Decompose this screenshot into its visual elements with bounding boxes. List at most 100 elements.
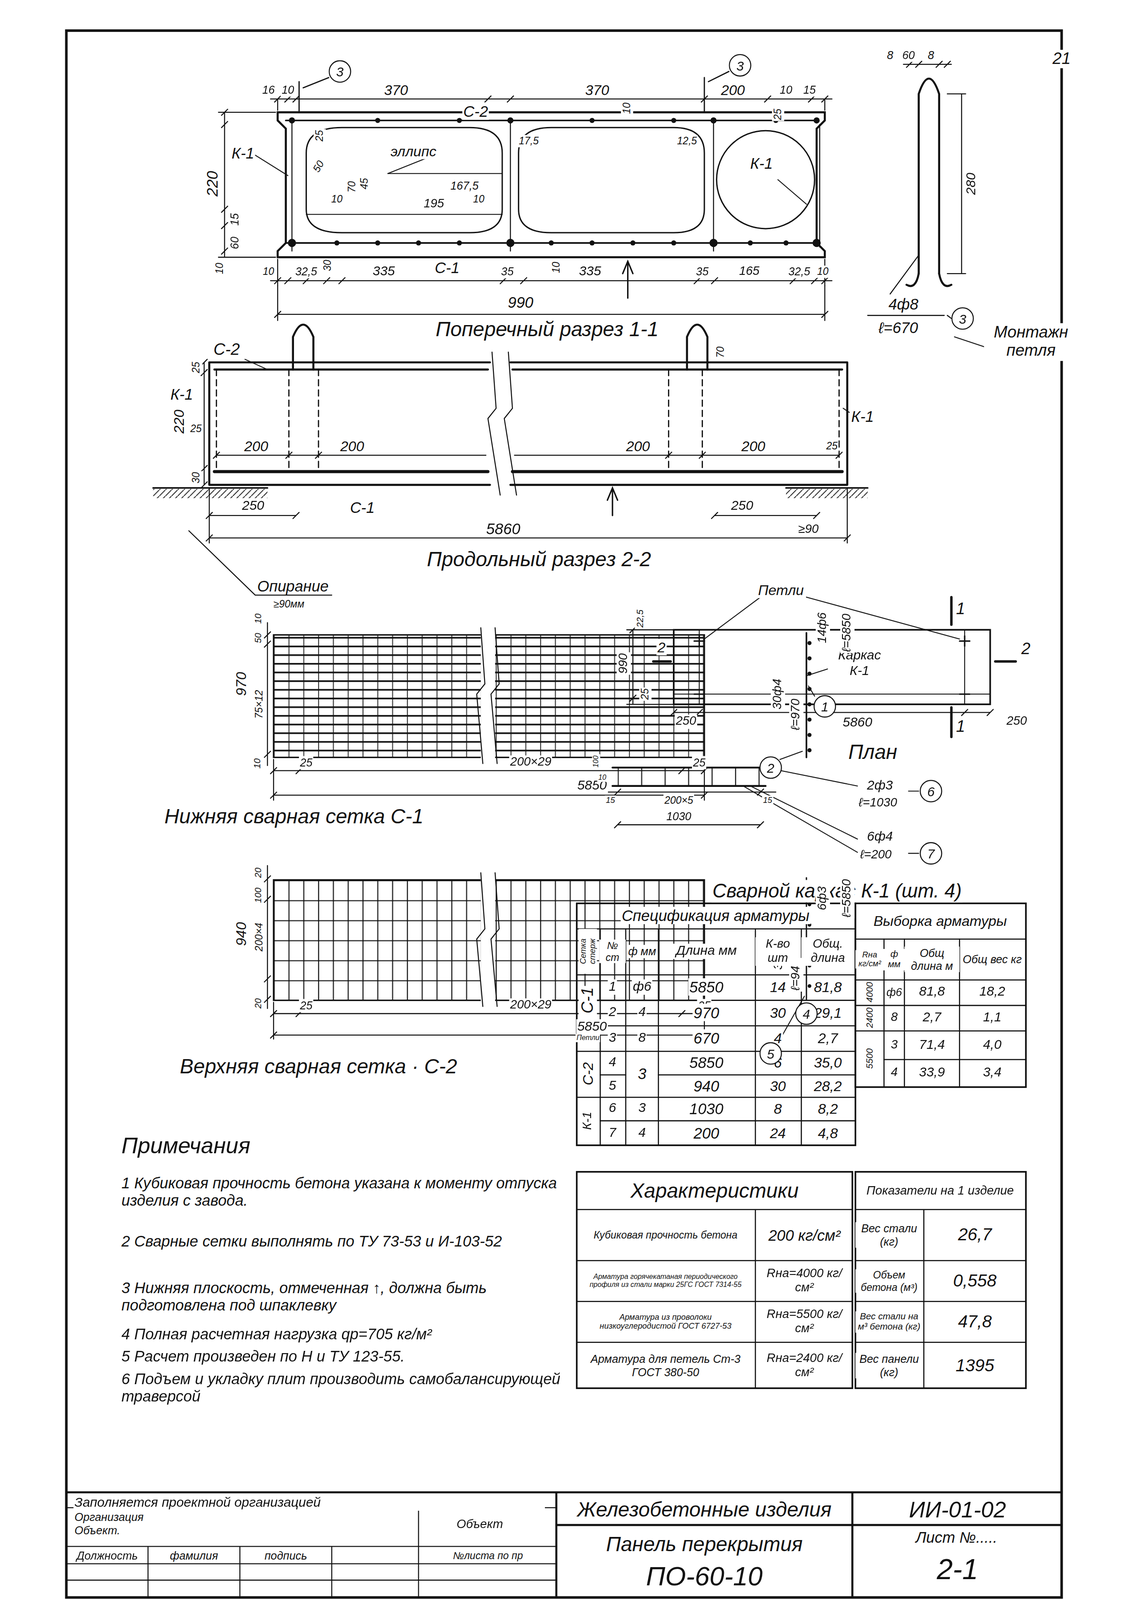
drawing-label: 0,558: [952, 1270, 998, 1291]
longitudinal-section: [786, 488, 868, 499]
drawing-label: 45: [358, 177, 370, 191]
drawing-label: ≥90: [797, 522, 820, 537]
drawing-label: Характеристики: [629, 1179, 800, 1204]
cross-section: [306, 173, 503, 215]
drawing-label: К-1: [169, 385, 195, 403]
drawing-label: 25: [691, 756, 707, 770]
drawing-label: 165: [738, 264, 761, 279]
drawing-label: эллипс: [389, 142, 438, 160]
drawing-label: 1: [607, 979, 618, 995]
drawing-label: Объект: [455, 1517, 505, 1533]
longitudinal-section: [488, 352, 517, 496]
drawing-label: Rнa=2400 кг/см²: [757, 1351, 852, 1380]
drawing-label: С-2: [462, 102, 489, 121]
drawing-label: Вес стали (кг): [855, 1222, 923, 1248]
longitudinal-section: [206, 488, 850, 544]
drawing-label: 15: [228, 212, 242, 227]
drawing-label: ≥90мм: [272, 598, 306, 611]
lower-mesh: [807, 641, 812, 753]
welded-frame: [617, 767, 761, 787]
cross-section: [710, 117, 717, 124]
drawing-label: Панель перекрытия: [604, 1532, 804, 1557]
cross-section: [334, 240, 340, 246]
specification-table: [576, 929, 856, 1121]
drawing-label: ℓ=1030: [857, 796, 898, 811]
cross-section: [270, 95, 832, 111]
drawing-label: 32,5: [294, 265, 319, 279]
drawing-label: 2: [607, 1004, 618, 1021]
drawing-label: 2400: [864, 1006, 876, 1029]
cross-section: [306, 127, 503, 233]
callout-number: 3: [728, 54, 752, 77]
drawing-label: 30: [190, 471, 202, 485]
upper-mesh: [807, 984, 812, 988]
characteristics-table: [576, 1171, 853, 1389]
callout-text: 1: [821, 699, 829, 714]
drawing-label: Показатели на 1 изделие: [857, 1184, 1023, 1199]
drawing-label: 5850: [688, 978, 725, 997]
drawing-label: 4000: [864, 981, 876, 1004]
cross-section: [270, 259, 832, 286]
drawing-label: 70: [346, 180, 358, 194]
drawing-label: 25: [639, 687, 651, 701]
lower-mesh: [807, 641, 812, 646]
drawing-label: 370: [584, 81, 611, 99]
drawing-label: 990: [506, 293, 535, 312]
drawing-label: 5500: [864, 1047, 876, 1070]
cross-section: [671, 240, 676, 246]
characteristics-table: [576, 1171, 1026, 1389]
drawing-label: 25: [189, 422, 203, 435]
callout-text: 3: [736, 58, 744, 72]
drawing-label: 4: [607, 1055, 618, 1071]
drawing-label: 4,0: [981, 1037, 1003, 1053]
specification-table: [576, 903, 856, 1146]
cross-section: [375, 117, 381, 123]
drawing-label: 970: [692, 1003, 721, 1022]
selection-table: [855, 903, 1026, 1088]
longitudinal-section: [214, 470, 843, 474]
drawing-label: С-1: [578, 986, 598, 1015]
lower-mesh: [807, 748, 812, 753]
drawing-label: 250: [674, 714, 698, 729]
cross-section: [813, 117, 820, 124]
callout-text: 3: [336, 64, 344, 79]
drawing-label: 250: [730, 498, 755, 514]
drawing-label: 47,8: [957, 1311, 993, 1332]
drawing-label: 10: [253, 612, 264, 625]
drawing-label: 35: [500, 265, 515, 279]
drawing-label: ℓ=5850: [840, 612, 855, 654]
drawing-label: 20: [253, 866, 264, 879]
drawing-label: Выборка арматуры: [862, 912, 1018, 930]
drawing-label: 50: [309, 157, 327, 175]
callout-number: 1: [813, 695, 837, 718]
drawing-label: 21: [1051, 49, 1073, 69]
drawing-label: 25: [771, 107, 784, 121]
lower-mesh: [807, 717, 812, 722]
drawing-label: 8: [926, 48, 936, 62]
drawing-label: 3 Нижняя плоскость, отмеченная ↑, должна…: [120, 1278, 572, 1315]
drawing-label: 200×4: [253, 921, 266, 953]
drawing-label: К-1: [580, 1110, 596, 1131]
lower-mesh: [264, 622, 815, 801]
cross-section: [287, 238, 296, 247]
drawing-label: 167,5: [449, 179, 480, 193]
lifting-loop-detail: [947, 93, 966, 274]
drawing-label: Заполняется проектной организацией: [73, 1495, 545, 1511]
cross-section: [671, 117, 676, 123]
drawing-label: 30: [768, 1004, 787, 1021]
drawing-label: Организация Объект.: [73, 1510, 157, 1537]
drawing-label: 8: [885, 48, 895, 62]
drawing-label: 200×29: [509, 755, 553, 770]
longitudinal-section: [214, 368, 843, 371]
longitudinal-section: [153, 324, 868, 596]
drawing-label: Общ длина м: [904, 946, 960, 973]
drawing-label: 14ф6: [815, 611, 831, 645]
cross-section: [375, 240, 381, 246]
drawing-label: 75×12: [253, 688, 266, 720]
drawing-label: Вес панели (кг): [855, 1352, 923, 1379]
upper-mesh: [476, 872, 500, 1007]
lifting-loop-detail: [903, 61, 952, 68]
plan-view: [653, 597, 1016, 738]
cross-section: [630, 240, 636, 246]
title-block: [66, 1492, 1062, 1598]
